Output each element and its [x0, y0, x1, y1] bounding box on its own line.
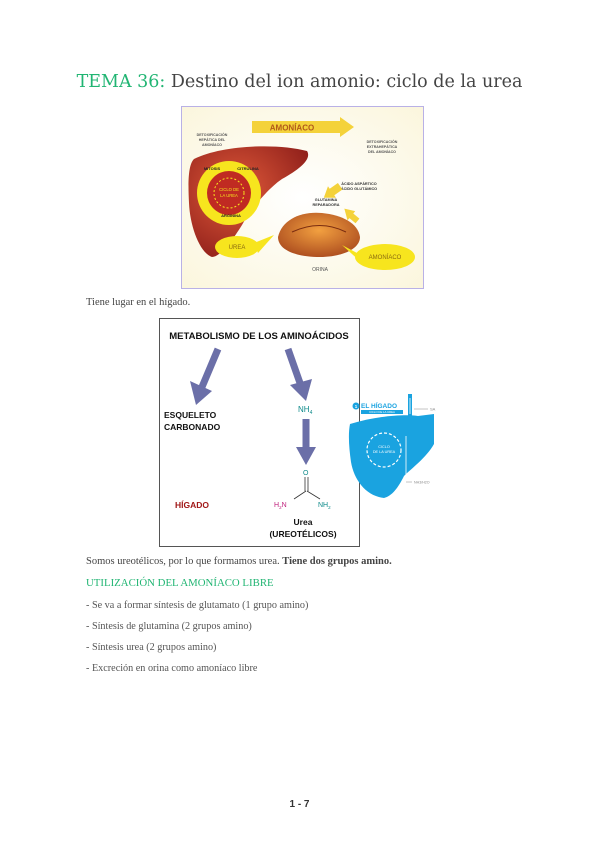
ureotelic-bold: Tiene dos grupos amino.	[282, 556, 392, 567]
kidney-ridge	[291, 225, 347, 233]
fig3-flow-line	[405, 436, 430, 479]
title-tema: TEMA 36:	[76, 72, 166, 92]
ureotelic-paragraph: Somos ureotélicos, por lo que formamos u…	[86, 556, 392, 567]
fig3-center-2: DE LA UREA	[373, 450, 396, 454]
amoniaco-bubble	[355, 244, 415, 270]
fig1-arrow-small-1	[323, 182, 343, 198]
fig1-glutamina-1: GLUTAMINA	[315, 198, 338, 202]
fig2-arrow-down-head	[296, 447, 316, 465]
list-item: - Síntesis urea (2 grupos amino)	[86, 642, 217, 653]
fig3-center-1: CICLO	[378, 445, 390, 449]
urea-cycle-inner-disc	[207, 171, 251, 215]
figure-blue-liver-svg: 1 EL HÍGADO CICLO DE LA UREA CICLO DE LA…	[348, 394, 436, 498]
fig1-left-note-3: AMONÍACO	[202, 142, 222, 147]
list-item: - Se va a formar síntesis de glutamato (…	[86, 600, 309, 611]
fig1-acido-2: ÁCIDO GLUTÁMICO	[341, 186, 377, 191]
fig2-nh4: NH4	[298, 405, 313, 416]
section-heading: UTILIZACIÓN DEL AMONÍACO LIBRE	[86, 577, 274, 589]
figure-ammonia-detox-svg: AMONÍACO DETOXIFICACIÓN HEPÁTICA DEL AMO…	[182, 107, 423, 288]
fig1-citrulina: CITRULINA	[237, 166, 259, 171]
fig3-badge: 1	[355, 404, 358, 409]
fig2-heading: METABOLISMO DE LOS AMINOÁCIDOS	[169, 331, 348, 342]
fig3-el-higado: EL HÍGADO	[361, 401, 397, 410]
fig1-mitosis: MITOSIS	[204, 166, 221, 171]
fig2-bond-cn-left	[293, 490, 307, 500]
fig2-h2n: H2N	[274, 502, 287, 510]
fig2-esqueleto-2: CARBONADO	[164, 422, 221, 432]
fig1-acido-1: ÁCIDO ASPÁRTICO	[341, 181, 377, 186]
fig2-ureotelicos: (UREOTÉLICOS)	[269, 529, 336, 539]
kidney-shape	[278, 212, 360, 257]
fig3-badge-circle	[352, 402, 360, 410]
fig1-right-note-1: DETOXIFICACIÓN	[367, 139, 398, 144]
list-item: - Síntesis de glutamina (2 grupos amino)	[86, 621, 252, 632]
fig1-right-note-2: EXTRAHEPÁTICA	[367, 144, 398, 149]
fig1-left-note-1: DETOXIFICACIÓN	[197, 132, 228, 137]
fig1-cycle-2: LA UREA	[220, 193, 238, 198]
title-rest: Destino del ion amonio: ciclo de la urea	[165, 72, 523, 92]
ammonia-banner-arrow	[252, 117, 354, 137]
fig3-subtitle-band	[361, 410, 403, 414]
figure-ammonia-detox: AMONÍACO DETOXIFICACIÓN HEPÁTICA DEL AMO…	[181, 106, 424, 289]
ureotelic-text: Somos ureotélicos, por lo que formamos u…	[86, 556, 283, 567]
amoniaco-bubble-tail	[342, 245, 362, 263]
intro-text: Tiene lugar en el hígado.	[86, 297, 191, 308]
fig2-arrow-left-shaft	[198, 347, 222, 389]
fig1-right-note-3: DEL AMONÍACO	[368, 149, 396, 154]
figure-amino-acid-metabolism: METABOLISMO DE LOS AMINOÁCIDOS ESQUELETO…	[159, 318, 360, 547]
page-number: 1 - 7	[289, 799, 310, 810]
fig1-urea: UREA	[229, 245, 246, 251]
fig1-arrow-small-2	[344, 208, 360, 224]
fig1-orina: ORINA	[312, 267, 329, 273]
fig1-arginina: ARGININA	[221, 213, 241, 218]
fig3-liver-shape	[348, 414, 434, 498]
figure-amino-acid-metabolism-svg: METABOLISMO DE LOS AMINOÁCIDOS ESQUELETO…	[164, 331, 349, 539]
fig3-subtitle: CICLO DE LA UREA	[369, 410, 395, 414]
fig2-arrow-right-shaft	[284, 347, 304, 385]
urea-cycle-dashed-ring	[213, 177, 245, 209]
fig2-higado: HÍGADO	[175, 500, 209, 510]
fig2-bond-cn-right	[306, 490, 321, 500]
fig2-o: O	[303, 470, 309, 477]
fig2-nh2: NH2	[318, 502, 331, 510]
fig1-amoniaco-top: AMONÍACO	[270, 124, 314, 133]
fig2-esqueleto-1: ESQUELETO	[164, 410, 217, 420]
list-item: - Excreción en orina como amoníaco libre	[86, 663, 258, 674]
fig1-left-note-2: HEPÁTICA DEL	[199, 137, 226, 142]
fig1-cycle-1: CICLO DE	[219, 187, 239, 192]
fig3-right-top: SA	[430, 407, 436, 412]
page-title: TEMA 36: Destino del ion amonio: ciclo d…	[0, 72, 599, 92]
fig2-arrow-right-head	[290, 379, 312, 401]
fig1-amoniaco-bottom: AMONÍACO	[369, 254, 402, 261]
fig3-right-bottom: NH3/H2O	[414, 481, 430, 485]
urea-bubble-tail	[254, 235, 274, 253]
urea-bubble	[215, 236, 259, 258]
figure-blue-liver: 1 EL HÍGADO CICLO DE LA UREA CICLO DE LA…	[346, 384, 458, 502]
fig1-glutamina-2: REPARADORA	[313, 203, 340, 207]
fig3-cycle-circle	[366, 432, 402, 468]
fig2-urea: Urea	[294, 517, 313, 527]
fig2-arrow-left-head	[190, 381, 212, 405]
